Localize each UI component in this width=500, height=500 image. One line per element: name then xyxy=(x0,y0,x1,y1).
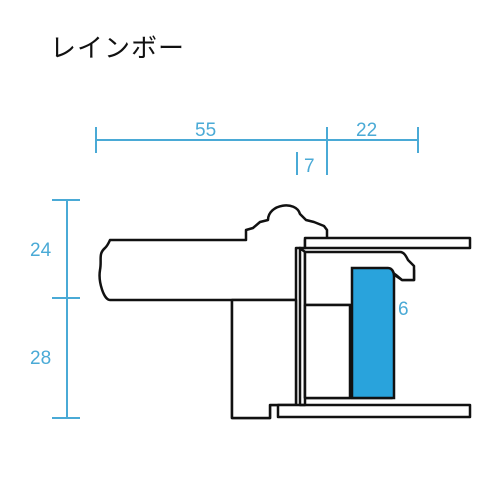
inner-cavity xyxy=(303,303,352,400)
highlighted-insert xyxy=(350,266,396,400)
dim-label-24: 24 xyxy=(30,240,52,261)
dim-label-7: 7 xyxy=(304,156,315,177)
dimension-lines xyxy=(52,127,419,419)
moulding-leg xyxy=(230,298,298,420)
dim-label-28: 28 xyxy=(30,348,51,369)
dim-label-55: 55 xyxy=(195,120,216,141)
profile-outline xyxy=(98,204,472,420)
product-title: レインボー xyxy=(50,34,186,64)
dim-label-22: 22 xyxy=(356,120,377,141)
top-plate xyxy=(303,236,472,250)
bottom-plate xyxy=(276,403,472,419)
dim-label-6: 6 xyxy=(398,299,409,320)
